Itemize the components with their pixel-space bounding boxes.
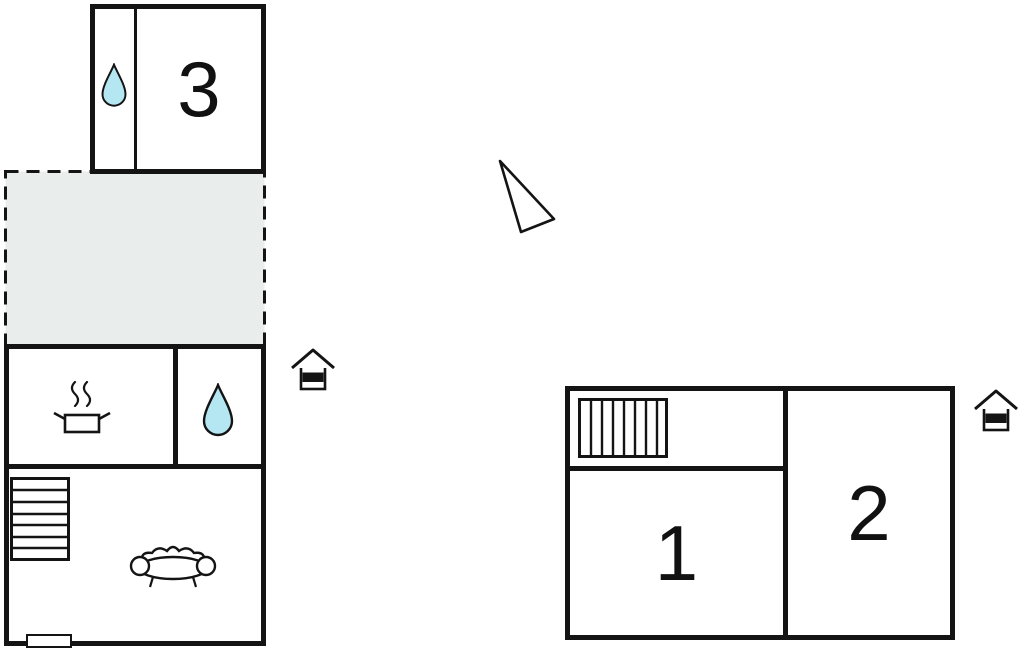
- room-3-label: 3: [177, 45, 221, 133]
- house-marker-icon: [291, 348, 335, 391]
- room-3-area: 3: [137, 9, 261, 169]
- interior-wall: [9, 464, 261, 469]
- main-building: [4, 344, 266, 646]
- room-3: 3: [90, 4, 266, 174]
- water-drop-icon: [202, 383, 234, 437]
- room-3-wet-cell: [95, 9, 134, 169]
- room-2-label: 2: [847, 469, 891, 557]
- room-1-area: 1: [570, 471, 783, 635]
- annex-building: 1 2: [565, 386, 955, 640]
- interior-wall: [570, 466, 783, 471]
- water-drop-icon: [101, 63, 127, 107]
- interior-wall: [783, 391, 788, 635]
- room-1-label: 1: [654, 509, 699, 597]
- interior-wall: [173, 349, 178, 464]
- house-marker-icon: [974, 389, 1018, 432]
- terrace-dashed-area: [4, 170, 266, 348]
- radiator-icon: [578, 398, 668, 458]
- room-2-area: 2: [788, 391, 950, 635]
- interior-wall: [134, 9, 137, 169]
- north-arrow-icon: [498, 159, 556, 234]
- stove-icon: [53, 380, 111, 434]
- sofa-icon: [129, 545, 217, 588]
- stairs-icon: [10, 477, 70, 561]
- entrance-door: [26, 634, 72, 648]
